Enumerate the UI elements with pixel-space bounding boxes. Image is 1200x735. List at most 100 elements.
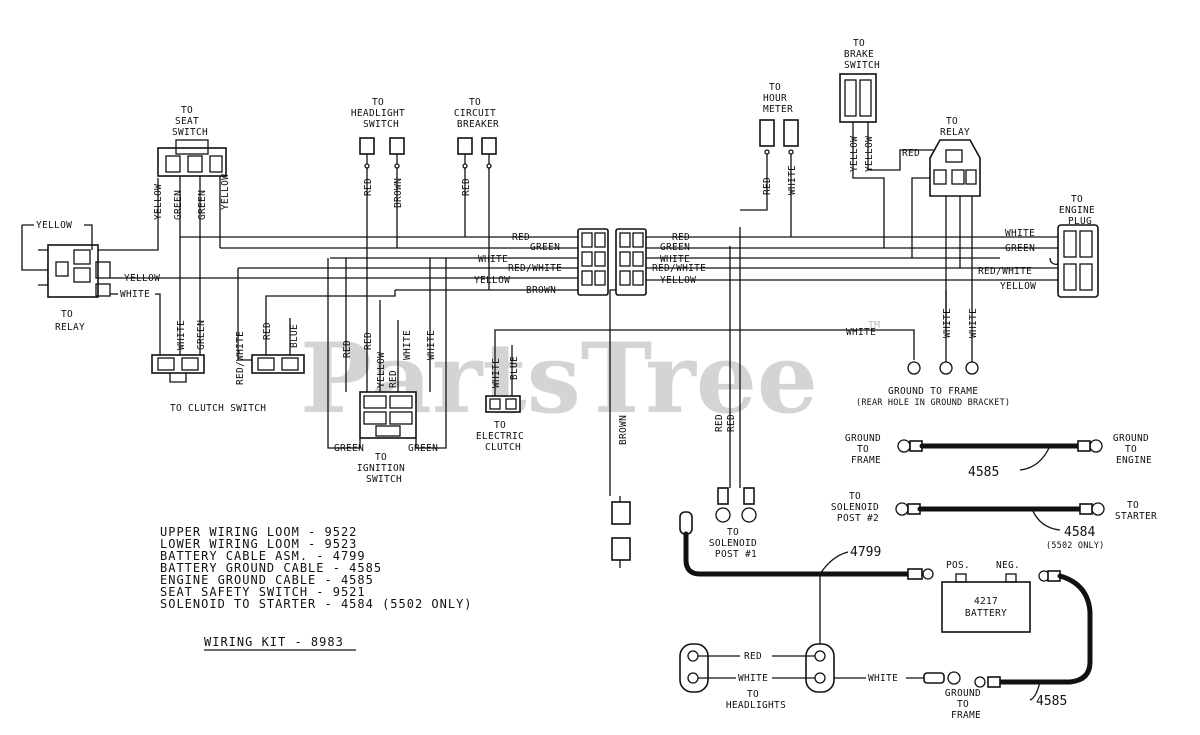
relay-left-connector <box>21 225 111 298</box>
wire-label-yellow-relay-2: YELLOW <box>124 273 160 284</box>
cable-4799-part: 4799 <box>850 545 881 560</box>
brake-switch-connector <box>839 73 877 123</box>
wire-label-white-right: WHITE <box>660 254 690 265</box>
parts-list-item: BATTERY GROUND CABLE - 4585 <box>160 561 382 575</box>
wire-label-red-ign3: RED <box>388 370 399 388</box>
circuit-breaker-terminals <box>457 137 497 169</box>
ignition-switch-label: TO IGNITION SWITCH <box>357 452 411 485</box>
wire-label-redwhite-left: RED/WHITE <box>508 263 562 274</box>
engine-plug-label: TO ENGINE PLUG <box>1059 194 1101 227</box>
cable-4584-solenoid-starter <box>895 502 1105 516</box>
wire-label-white-ground: WHITE <box>846 327 876 338</box>
cable-4799-battery <box>679 511 934 580</box>
parts-list-item: UPPER WIRING LOOM - 9522 <box>160 525 357 539</box>
lower-loom-wires <box>646 227 1058 480</box>
cable-4584-right-label: TO STARTER <box>1115 500 1157 522</box>
cable-4585-top-left-label: GROUND TO FRAME <box>845 433 887 466</box>
wire-label-green-right: GREEN <box>660 242 690 253</box>
wire-label-white-eclutch: WHITE <box>491 358 502 388</box>
wire-label-red-headlight: RED <box>363 178 374 196</box>
wire-label-yellow-right: YELLOW <box>660 275 696 286</box>
wire-label-yellow-left: YELLOW <box>474 275 510 286</box>
wire-label-green-seat2: GREEN <box>197 190 208 220</box>
cable-4585-battery-ground <box>974 570 1093 688</box>
wire-label-yellow-brake1: YELLOW <box>849 136 860 172</box>
wire-label-green-ign1: GREEN <box>334 443 364 454</box>
wire-label-red-left: RED <box>512 232 530 243</box>
wire-label-redwhite-clutch: RED/WHITE <box>235 331 246 385</box>
wire-label-blue-eclutch: BLUE <box>509 356 520 380</box>
wire-label-brown-down: BROWN <box>618 415 629 445</box>
parts-list: UPPER WIRING LOOM - 9522 LOWER WIRING LO… <box>160 525 473 611</box>
cable-4585-top-part: 4585 <box>968 465 999 480</box>
ground-bracket-note: (REAR HOLE IN GROUND BRACKET) <box>856 398 1010 408</box>
wire-label-blue-clutch: BLUE <box>289 324 300 348</box>
brake-switch-label: TO BRAKE SWITCH <box>844 38 880 71</box>
electric-clutch-connector <box>485 395 521 413</box>
wire-label-red-right: RED <box>672 232 690 243</box>
headlight-connector-right <box>805 643 835 693</box>
wire-label-yellow-relay: YELLOW <box>36 220 72 231</box>
cable-4585-top-right-label: GROUND TO ENGINE <box>1113 433 1155 466</box>
wire-label-green-left: GREEN <box>530 242 560 253</box>
headlight-ground-terminal <box>923 671 961 685</box>
ignition-switch-connector <box>359 391 417 439</box>
solenoid-post1-label: TO SOLENOID POST #1 <box>709 527 763 560</box>
wire-label-yellow-seat2: YELLOW <box>220 174 231 210</box>
wire-label-red-meter: RED <box>762 177 773 195</box>
parts-list-item: SOLENOID TO STARTER - 4584 (5502 ONLY) <box>160 597 473 611</box>
wire-label-white-headlights: WHITE <box>738 673 768 684</box>
ground-frame-top-label: GROUND TO FRAME <box>888 386 978 397</box>
parts-list-item: LOWER WIRING LOOM - 9523 <box>160 537 357 551</box>
hour-meter-terminals <box>759 119 799 155</box>
wire-label-green-engine: GREEN <box>1005 243 1035 254</box>
wire-label-white-headlight-ground: WHITE <box>868 673 898 684</box>
wire-label-red-clutch: RED <box>262 322 273 340</box>
parts-list-item: ENGINE GROUND CABLE - 4585 <box>160 573 374 587</box>
ground-ring-terminals <box>907 361 979 375</box>
watermark-tm: TM <box>868 320 880 331</box>
wire-label-red-brake: RED <box>902 148 920 159</box>
wire-label-green-ign2: GREEN <box>408 443 438 454</box>
wire-label-red-ign2: RED <box>363 332 374 350</box>
hour-meter-label: TO HOUR METER <box>763 82 793 115</box>
solenoid-post1-terminals <box>715 487 757 523</box>
wire-label-green-clutch: GREEN <box>196 320 207 350</box>
wire-label-white-relay: WHITE <box>120 289 150 300</box>
battery-model: 4217 <box>974 596 998 607</box>
relay-right-label: TO RELAY <box>940 116 970 138</box>
cable-4585-engine-ground <box>897 439 1103 453</box>
wire-label-white-left: WHITE <box>478 254 508 265</box>
wire-label-red-headlights: RED <box>744 651 762 662</box>
relay-left-label: TO RELAY <box>55 309 85 333</box>
upper-loom-wires <box>122 236 578 291</box>
headlight-connector-left <box>679 643 709 693</box>
seat-switch-connector <box>157 139 227 177</box>
clutch-diode-connector <box>251 354 305 374</box>
wire-label-yellow-engine: YELLOW <box>1000 281 1036 292</box>
wire-label-white-engine: WHITE <box>1005 228 1035 239</box>
headlights-label: TO HEADLIGHTS <box>726 689 786 711</box>
wire-label-red-breaker: RED <box>461 178 472 196</box>
wire-label-redwhite-engine: RED/WHITE <box>978 266 1032 277</box>
wire-label-white-meter: WHITE <box>787 165 798 195</box>
circuit-breaker-label: TO CIRCUIT BREAKER <box>454 97 502 130</box>
battery <box>941 573 1031 633</box>
cable-4584-left-label: TO SOLENOID POST #2 <box>831 491 885 524</box>
battery-pos: POS. <box>946 560 970 571</box>
wire-label-yellow-brake2: YELLOW <box>864 136 875 172</box>
wire-label-yellow-ign: YELLOW <box>376 352 387 388</box>
headlight-switch-label: TO HEADLIGHT SWITCH <box>351 97 411 130</box>
parts-list-item: BATTERY CABLE ASM. - 4799 <box>160 549 366 563</box>
clutch-switch-label: TO CLUTCH SWITCH <box>170 403 266 414</box>
wire-label-yellow-seat1: YELLOW <box>153 184 164 220</box>
seat-switch-label: TO SEAT SWITCH <box>172 105 208 138</box>
harness-connector-right <box>615 228 647 296</box>
wire-label-red-ign1: RED <box>342 340 353 358</box>
wire-label-white-gnd2: WHITE <box>968 308 979 338</box>
cable-4584-part: 4584 <box>1064 525 1095 540</box>
battery-neg: NEG. <box>996 560 1020 571</box>
wire-label-red-sol1: RED <box>714 414 725 432</box>
brown-wire-plug <box>611 496 631 568</box>
